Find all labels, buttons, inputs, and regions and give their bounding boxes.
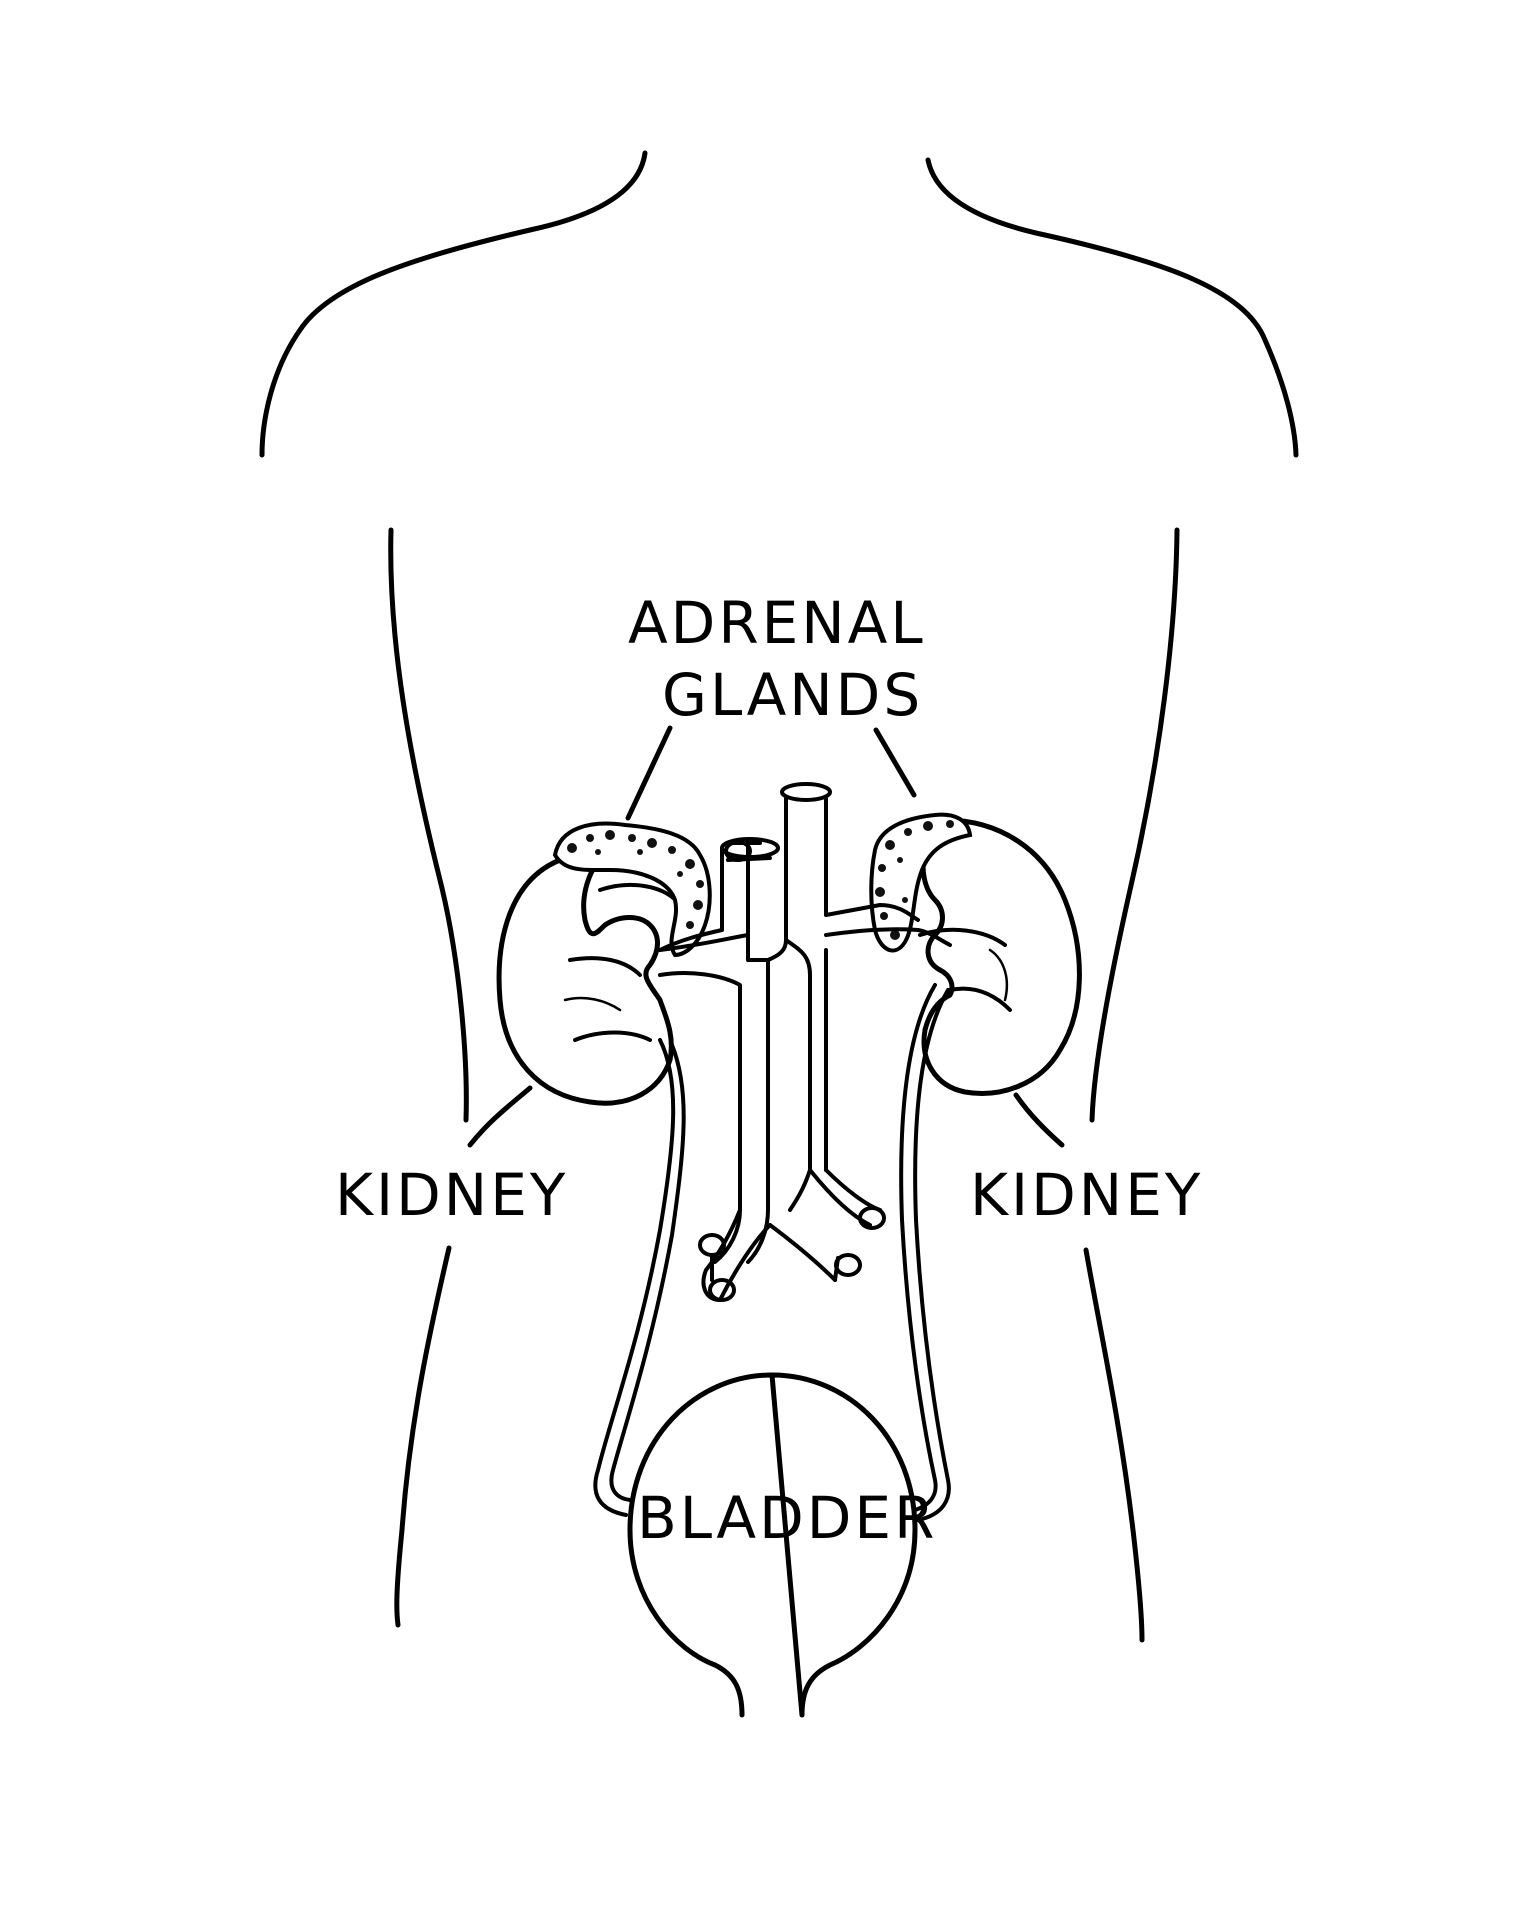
iliac-left-outer: [701, 1208, 742, 1302]
iliac-inner: [718, 1223, 837, 1302]
iliac-cap-1: [698, 1233, 726, 1257]
renal-artery-right: [824, 927, 952, 947]
left-flank-lower: [394, 1245, 452, 1628]
left-kidney: [496, 850, 682, 1106]
kidney-leader-right: [1013, 1092, 1065, 1148]
adrenal-leader-left: [625, 725, 673, 821]
iliac-bifurcation: [698, 1168, 886, 1302]
aorta-left-wall: [784, 796, 812, 1212]
renal-vein-left: [658, 933, 750, 952]
left-kidney-fold-4: [563, 996, 622, 1012]
kidney-left-label: KIDNEY: [335, 1161, 568, 1229]
bladder: [627, 1372, 918, 1718]
left-adrenal-gland: [552, 821, 712, 958]
left-kidney-outline: [496, 850, 674, 1106]
right-ureter-outer: [899, 983, 938, 1512]
torso-outline: [259, 150, 1299, 1643]
right-shoulder-line: [925, 157, 1299, 458]
adrenal-label-line1: ADRENAL: [628, 589, 926, 657]
right-kidney-fold-2: [948, 986, 1012, 1012]
kidney-leader-left: [467, 1085, 533, 1148]
bladder-outline: [627, 1372, 918, 1718]
aorta-top: [780, 782, 832, 802]
iliac-cap-2: [708, 1278, 736, 1302]
right-flank-upper: [1089, 527, 1180, 1123]
right-kidney-outline: [920, 817, 1082, 1096]
right-ureter-inner: [913, 988, 951, 1522]
leader-lines: [467, 725, 1065, 1148]
adrenal-leader-right: [873, 727, 917, 798]
left-ureter-inner: [609, 1043, 686, 1502]
left-kidney-fold-3: [573, 1030, 652, 1042]
left-kidney-fold-2: [568, 956, 642, 977]
left-ureter-outer: [593, 1038, 676, 1517]
right-flank-lower: [1083, 1247, 1145, 1643]
right-kidney: [918, 817, 1082, 1096]
vena-cava-right-wall: [746, 846, 770, 1264]
right-adrenal-gland: [869, 812, 973, 953]
ureters: [593, 983, 951, 1522]
aorta: [766, 782, 952, 1212]
kidney-right-label: KIDNEY: [970, 1161, 1203, 1229]
vena-cava-left-wall: [658, 846, 742, 1264]
adrenal-label-line2: GLANDS: [662, 661, 923, 729]
aorta-right-wall: [824, 796, 920, 922]
iliac-right-outer: [808, 1168, 882, 1227]
right-kidney-fold-3: [988, 948, 1009, 1002]
left-adrenal-shape: [552, 821, 712, 958]
left-flank-upper: [388, 527, 469, 1123]
left-adrenal-vessel: [724, 840, 772, 862]
iliac-cap-4: [858, 1206, 886, 1230]
aorta-vein-connector: [766, 938, 788, 962]
left-shoulder-line: [259, 150, 648, 458]
